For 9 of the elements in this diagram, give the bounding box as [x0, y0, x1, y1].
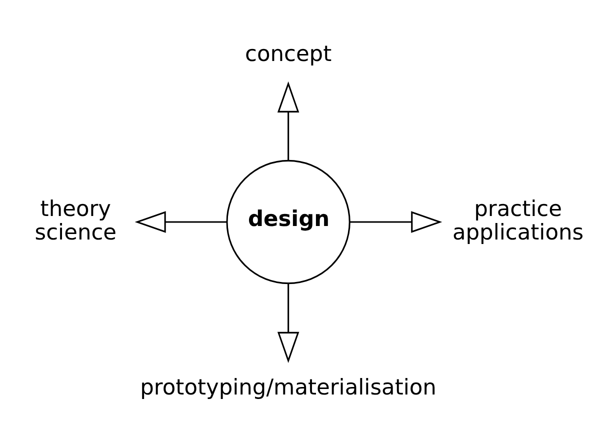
arrow [134, 210, 227, 232]
node-text: practice applications [452, 196, 584, 245]
arrow [277, 80, 300, 160]
node-text: concept [245, 41, 332, 66]
node-text: prototyping/materialisation [140, 375, 436, 400]
node-text: theory science [34, 196, 117, 245]
arrow [350, 210, 442, 232]
node-circle: design [226, 159, 350, 284]
arrow [277, 283, 300, 362]
